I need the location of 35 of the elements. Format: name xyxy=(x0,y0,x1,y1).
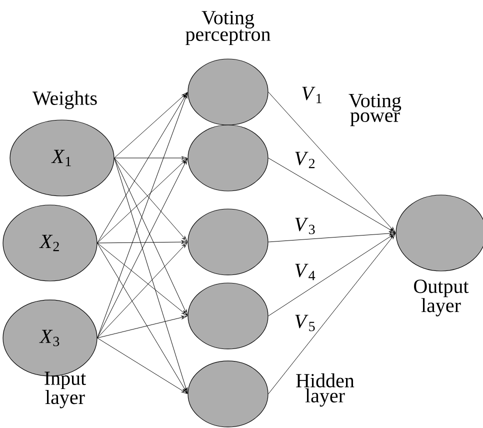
arrow xyxy=(268,92,396,233)
input-node: X$_{1}$ xyxy=(10,120,114,196)
arrow xyxy=(114,158,188,242)
arrow xyxy=(97,240,188,244)
arrow xyxy=(97,242,188,316)
layer-label: Hidden layer xyxy=(296,373,354,407)
arrow xyxy=(268,158,396,233)
arrow xyxy=(97,92,188,338)
neuron-circle xyxy=(188,124,268,192)
neuron-circle xyxy=(188,282,268,350)
arrow xyxy=(114,92,188,158)
arrow xyxy=(114,158,188,394)
arrow xyxy=(268,233,396,316)
arrow xyxy=(114,156,188,160)
arrow xyxy=(114,158,188,316)
arrow xyxy=(97,316,188,338)
arrow xyxy=(97,338,188,394)
arrow xyxy=(268,233,396,394)
arrow xyxy=(97,158,188,244)
input-node: X$_{2}$ xyxy=(2,204,98,282)
edge-label: V$_{2}$ xyxy=(293,150,317,170)
neuron-circle xyxy=(396,194,483,272)
edge-label: V$_{3}$ xyxy=(293,216,317,236)
edge-label: V$_{5}$ xyxy=(293,314,317,332)
neuron-circle xyxy=(188,208,268,276)
edge-label: V$_{1}$ xyxy=(300,86,324,104)
neuron-circle xyxy=(188,360,268,428)
neuron-circle xyxy=(188,58,268,126)
arrow xyxy=(268,232,396,242)
annotation-label: Voting power xyxy=(348,94,402,126)
arrow xyxy=(97,158,188,338)
arrow xyxy=(97,92,188,244)
arrow xyxy=(97,242,188,338)
edge-label: V$_{4}$ xyxy=(293,262,317,282)
arrow xyxy=(97,242,188,394)
